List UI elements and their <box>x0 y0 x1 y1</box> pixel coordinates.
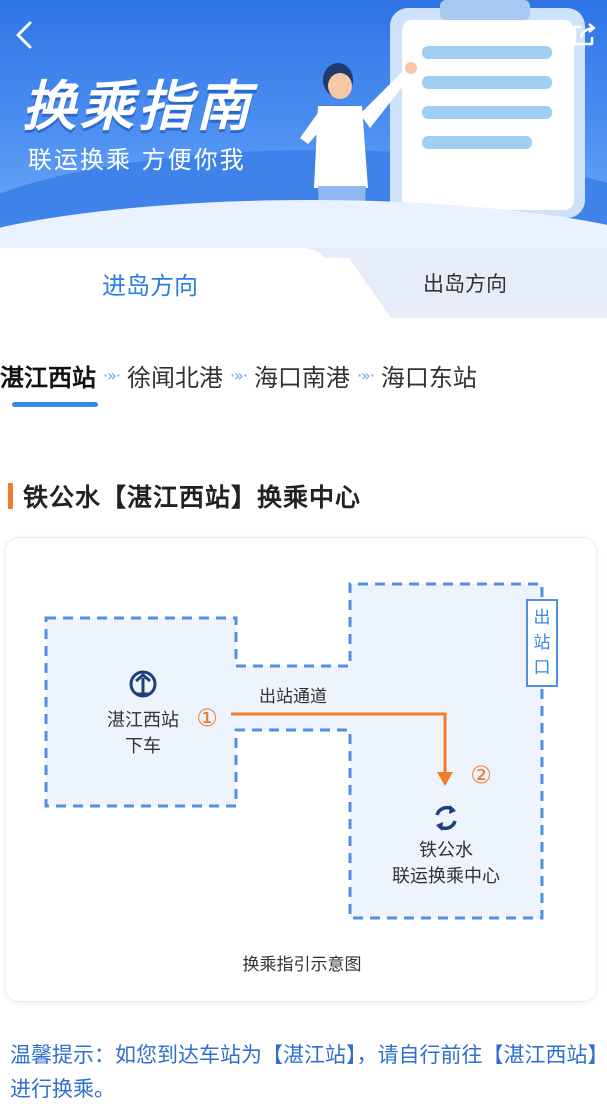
clipboard-illustration <box>390 0 585 218</box>
tip-text: 温馨提示：如您到达车站为【湛江站】，请自行前往【湛江西站】进行换乘。 <box>10 1043 598 1101</box>
exit-label-char: 出 <box>534 608 551 628</box>
page-title: 换乘指南 <box>22 75 254 138</box>
route-stop-haikou-east[interactable]: 海口东站 <box>380 363 477 392</box>
diagram-caption: 换乘指引示意图 <box>243 955 362 975</box>
transfer-center-line2: 联运换乘中心 <box>392 866 500 887</box>
step-1-marker: ① <box>196 704 218 732</box>
route-stop-haikou-south-port[interactable]: 海口南港 <box>253 363 350 392</box>
route-active-indicator <box>12 402 98 407</box>
tab-active-background <box>0 248 330 318</box>
left-station-name: 湛江西站 <box>107 710 179 731</box>
transfer-cycle-icon <box>435 805 457 831</box>
transfer-center-line1: 铁公水 <box>419 840 473 861</box>
exit-label-char: 站 <box>534 633 551 653</box>
route-stop-zhanjiang-west[interactable]: 湛江西站 <box>0 363 96 392</box>
section-accent-bar <box>8 483 13 509</box>
transfer-diagram-card: 出 站 口 湛江西站 下车 ① 出站通道 ② 铁公水 联运换乘中心 <box>5 537 597 1002</box>
step-2-marker: ② <box>470 761 492 789</box>
back-button[interactable] <box>8 18 42 52</box>
page-subtitle: 联运换乘 方便你我 <box>28 146 246 174</box>
header-banner: 换乘指南 联运换乘 方便你我 <box>0 0 607 258</box>
share-icon <box>573 23 596 46</box>
tab-from-island[interactable]: 出岛方向 <box>423 272 507 296</box>
route-arrow-icon: ·»· <box>356 365 375 385</box>
section-title: 铁公水【湛江西站】换乘中心 <box>23 483 362 512</box>
route-arrow-icon: ·»· <box>229 365 248 385</box>
passage-label: 出站通道 <box>259 687 327 707</box>
tab-to-island[interactable]: 进岛方向 <box>102 271 198 300</box>
exit-sign <box>526 599 558 687</box>
route-steps: 湛江西站 ·»· 徐闻北港 ·»· 海口南港 ·»· 海口东站 <box>0 352 607 398</box>
share-button[interactable] <box>567 18 601 52</box>
railway-logo-icon <box>129 670 157 698</box>
route-arrow-icon: ·»· <box>103 365 121 385</box>
chevron-left-icon <box>16 21 32 49</box>
transfer-path <box>231 712 447 774</box>
left-station-action: 下车 <box>125 736 161 757</box>
station-area-outline <box>44 582 544 920</box>
section-heading: 铁公水【湛江西站】换乘中心 <box>8 476 361 516</box>
direction-tabs: 进岛方向 出岛方向 <box>0 248 607 318</box>
exit-label-char: 口 <box>534 658 551 678</box>
path-arrow-icon <box>437 772 453 786</box>
route-stop-xuwen-north-port[interactable]: 徐闻北港 <box>126 363 223 392</box>
transfer-diagram: 出 站 口 湛江西站 下车 ① 出站通道 ② 铁公水 联运换乘中心 <box>44 582 558 975</box>
